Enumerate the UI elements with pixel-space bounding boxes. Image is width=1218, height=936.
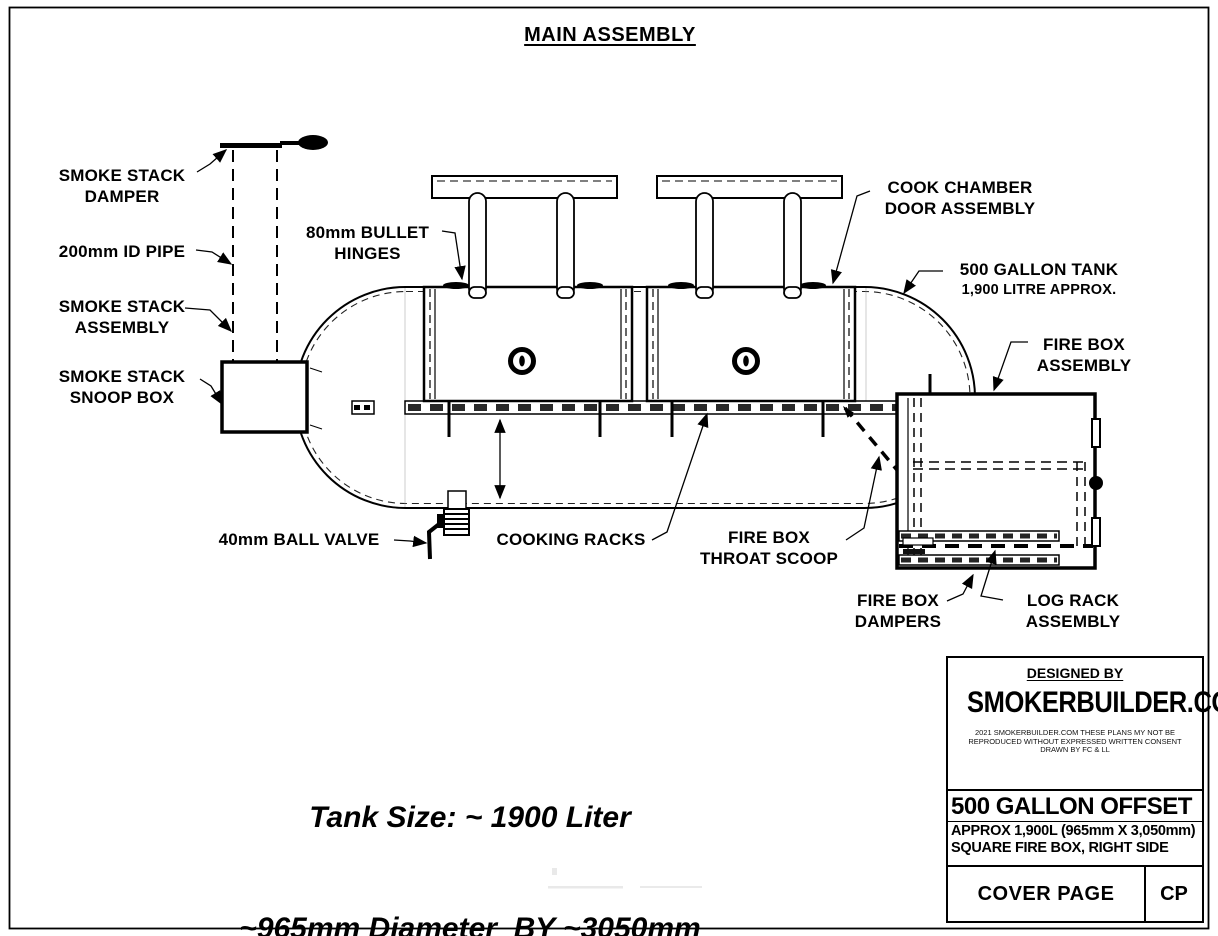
fire-box-door-hinges bbox=[1089, 418, 1103, 547]
label-line: HINGES bbox=[334, 244, 401, 263]
label-line: DAMPER bbox=[84, 187, 160, 206]
label-line: ASSEMBLY bbox=[74, 318, 170, 337]
leader-fire-box-dampers bbox=[946, 573, 974, 602]
label-fire-box-dampers: FIRE BOX DAMPERS bbox=[845, 590, 951, 632]
leader-smoke-stack-damper bbox=[196, 149, 228, 173]
label-line: DOOR ASSEMBLY bbox=[884, 199, 1036, 218]
drawing-title: MAIN ASSEMBLY bbox=[524, 24, 696, 46]
leader-snoop-box bbox=[199, 378, 223, 406]
sheet-name: COVER PAGE bbox=[977, 882, 1115, 905]
label-line: THROAT SCOOP bbox=[699, 549, 839, 568]
title-block: DESIGNED BY SMOKERBUILDER.COM 2021 SMOKE… bbox=[946, 656, 1218, 923]
leader-smoke-stack-assembly bbox=[184, 307, 233, 333]
label-snoop-box: SMOKE STACK SNOOP BOX bbox=[42, 366, 202, 408]
disclaimer-line: REPRODUCED WITHOUT EXPRESSED WRITTEN CON… bbox=[968, 736, 1182, 746]
leader-cook-chamber-door bbox=[830, 190, 871, 285]
label-id-pipe: 200mm ID PIPE bbox=[42, 241, 202, 262]
model-spec-firebox: SQUARE FIRE BOX, RIGHT SIDE bbox=[951, 840, 1169, 856]
label-line: FIRE BOX bbox=[728, 528, 810, 547]
throat-scoop bbox=[843, 406, 899, 472]
door-handles bbox=[431, 175, 843, 299]
label-gallon-tank: 500 GALLON TANK 1,900 LITRE APPROX. bbox=[946, 259, 1132, 301]
label-line: COOK CHAMBER bbox=[887, 178, 1033, 197]
label-line: FIRE BOX bbox=[1043, 335, 1125, 354]
disclaimer-line: DRAWN BY FC & LL bbox=[1040, 745, 1110, 755]
label-smoke-stack-assembly: SMOKE STACK ASSEMBLY bbox=[42, 296, 202, 338]
fire-box-door-knob bbox=[1089, 476, 1103, 490]
leader-bullet-hinges bbox=[441, 230, 466, 281]
label-line: 200mm ID PIPE bbox=[58, 242, 186, 261]
leader-id-pipe bbox=[195, 249, 233, 265]
copyright-disclaimer: 2021 SMOKERBUILDER.COM THESE PLANS MY NO… bbox=[948, 728, 1202, 755]
label-throat-scoop: FIRE BOX THROAT SCOOP bbox=[690, 527, 848, 569]
leader-lines bbox=[184, 149, 1028, 602]
label-line: SMOKE STACK bbox=[58, 297, 186, 316]
company-name: SMOKERBUILDER.COM bbox=[967, 686, 1218, 719]
log-rack bbox=[898, 530, 1093, 566]
leader-fire-box-assembly bbox=[992, 341, 1028, 392]
leader-throat-scoop bbox=[845, 455, 882, 541]
title-block-model-section: 500 GALLON OFFSET APPROX 1,900L (965mm X… bbox=[948, 789, 1202, 865]
label-line: DAMPERS bbox=[854, 612, 942, 631]
label-line: 40mm BALL VALVE bbox=[218, 530, 380, 549]
label-line: SMOKE STACK bbox=[58, 166, 186, 185]
label-ball-valve: 40mm BALL VALVE bbox=[206, 529, 392, 550]
label-smoke-stack-damper: SMOKE STACK DAMPER bbox=[42, 165, 202, 207]
label-line: FIRE BOX bbox=[857, 591, 939, 610]
leader-log-rack bbox=[980, 549, 1004, 601]
valve-handle bbox=[426, 519, 445, 560]
label-line: 500 GALLON TANK bbox=[959, 260, 1119, 279]
label-line: SNOOP BOX bbox=[69, 388, 175, 407]
designed-by-label: DESIGNED BY bbox=[1026, 665, 1124, 681]
leader-cooking-racks bbox=[651, 412, 709, 541]
leader-gallon-tank bbox=[903, 270, 943, 295]
title-block-sheet-section: COVER PAGE CP bbox=[948, 865, 1202, 921]
handle-posts bbox=[468, 192, 802, 299]
bullet-hinges bbox=[443, 282, 826, 289]
title-block-designer-section: DESIGNED BY SMOKERBUILDER.COM 2021 SMOKE… bbox=[948, 665, 1218, 789]
label-line: 80mm BULLET bbox=[305, 223, 430, 242]
label-fire-box-assembly: FIRE BOX ASSEMBLY bbox=[1020, 334, 1148, 376]
disclaimer-line: 2021 SMOKERBUILDER.COM THESE PLANS MY NO… bbox=[974, 728, 1176, 737]
door-left bbox=[422, 285, 634, 403]
label-line: COOKING RACKS bbox=[496, 530, 646, 549]
tank-size-note: Tank Size: ~ 1900 Liter ~965mm Diameter … bbox=[225, 725, 715, 936]
model-title: 500 GALLON OFFSET bbox=[948, 791, 1202, 822]
label-line: ASSEMBLY bbox=[1025, 612, 1121, 631]
label-cooking-racks: COOKING RACKS bbox=[486, 529, 656, 550]
model-spec-size: APPROX 1,900L (965mm X 3,050mm) bbox=[951, 823, 1196, 839]
label-line: ASSEMBLY bbox=[1036, 356, 1132, 375]
fire-box bbox=[895, 392, 1103, 570]
tank-body bbox=[294, 286, 976, 509]
smoke-stack-snoop-box bbox=[220, 360, 323, 434]
ball-valve bbox=[426, 490, 470, 560]
label-line: LOG RACK bbox=[1026, 591, 1120, 610]
damper-handle bbox=[298, 135, 328, 150]
door-right bbox=[645, 285, 857, 403]
label-line: 1,900 LITRE APPROX. bbox=[961, 282, 1117, 298]
tank-size-line1: Tank Size: ~ 1900 Liter bbox=[309, 801, 631, 834]
leader-ball-valve bbox=[393, 535, 428, 548]
label-log-rack: LOG RACK ASSEMBLY bbox=[1013, 590, 1133, 632]
label-bullet-hinges: 80mm BULLET HINGES bbox=[295, 222, 440, 264]
page-border bbox=[8, 6, 1210, 930]
label-cook-chamber-door: COOK CHAMBER DOOR ASSEMBLY bbox=[862, 177, 1058, 219]
damper-rod bbox=[280, 141, 300, 145]
thermometer-dial bbox=[508, 347, 760, 375]
cook-chamber-doors bbox=[422, 282, 857, 403]
smoke-stack bbox=[220, 135, 328, 362]
sheet-code: CP bbox=[1144, 867, 1202, 921]
label-line: SMOKE STACK bbox=[58, 367, 186, 386]
damper-cap bbox=[220, 143, 282, 148]
faint-marks bbox=[548, 868, 702, 889]
tank-size-line2: ~965mm Diameter BY ~3050mm bbox=[239, 912, 701, 936]
